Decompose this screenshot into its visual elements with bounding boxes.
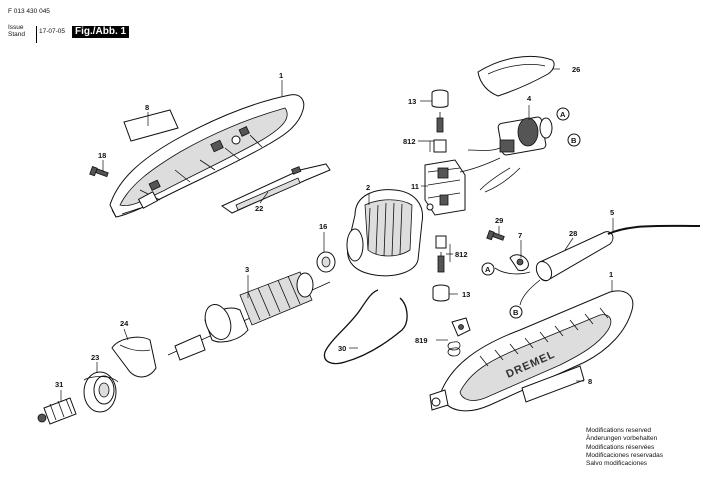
label-part-812-top: 812 [403,137,416,146]
power-cord-5 [607,224,701,235]
label-plate-upper [123,109,179,142]
label-part-24: 24 [120,319,129,328]
leader-lines [60,68,614,402]
label-part-13-bottom: 13 [462,290,470,299]
cord-sleeve-28 [535,231,614,282]
label-part-819: 819 [415,336,428,345]
label-part-812-bottom: 812 [455,250,468,259]
label-part-4: 4 [527,94,532,103]
label-part-26: 26 [572,65,580,74]
header-divider [36,26,37,43]
housing-half-lower: DREMEL [429,290,634,412]
field-stator-2 [346,189,424,277]
label-part-3: 3 [245,265,249,274]
screw-29 [486,230,505,241]
label-part-2: 2 [366,183,370,192]
label-connector-b-top: B [571,136,577,145]
label-part-23: 23 [91,353,99,362]
label-part-8-top: 8 [145,103,149,112]
cord-guard-30 [323,289,408,365]
label-part-31: 31 [55,380,63,389]
switch-unit-4 [459,116,553,193]
connector-bubbles [481,107,581,319]
label-plate-lower [521,365,585,403]
brush-holder-bottom [432,235,450,302]
notice-line-es: Modificaciones reservadas [586,451,663,459]
stand-label: Stand [8,31,25,38]
label-part-1-right: 1 [609,270,613,279]
issue-label: Issue [8,24,24,31]
issue-date: 17-07-05 [39,28,66,35]
collet-nut-31 [37,397,77,425]
modifications-notice: Modifications reserved Änderungen vorbeh… [586,427,663,468]
notice-line-de: Änderungen vorbehalten [586,435,658,443]
notice-line-fr: Modifications réservées [586,443,655,451]
label-connector-a-top: A [560,110,566,119]
housing-half-upper [109,94,305,218]
label-part-7: 7 [518,231,522,240]
notice-line-en: Modifications reserved [586,427,652,434]
bearing-16 [316,251,336,273]
part-code: F 013 430 045 [8,8,50,15]
label-part-29: 29 [495,216,503,225]
notice-line-es2: Salvo modificaciones [586,460,648,468]
label-part-8-bottom: 8 [588,377,592,386]
armature-3 [167,271,331,361]
part-number-labels: 1 8 18 22 13 812 11 26 4 A B 2 16 3 812 … [55,65,614,389]
label-part-5: 5 [610,208,614,217]
label-connector-a-bottom: A [485,265,491,274]
switch-knob-819 [447,317,471,357]
label-part-1-top: 1 [279,71,283,80]
label-part-18: 18 [98,151,106,160]
screw-18 [89,166,109,178]
label-part-16: 16 [319,222,327,231]
label-connector-b-bottom: B [513,308,519,317]
label-part-28: 28 [569,229,577,238]
switch-slide-22 [221,163,331,214]
figure-label: Fig./Abb. 1 [72,26,130,38]
label-part-30: 30 [338,344,346,353]
label-part-22: 22 [255,204,263,213]
brush-holder-top [431,89,449,153]
label-part-13-top: 13 [408,97,416,106]
label-part-11: 11 [411,182,419,191]
nose-cap-23 [83,371,119,413]
spindle-lock-24 [111,336,157,378]
cord-clamp-7 [509,254,529,271]
brush-holder-frame-11 [424,159,466,216]
cover-26 [477,55,555,97]
